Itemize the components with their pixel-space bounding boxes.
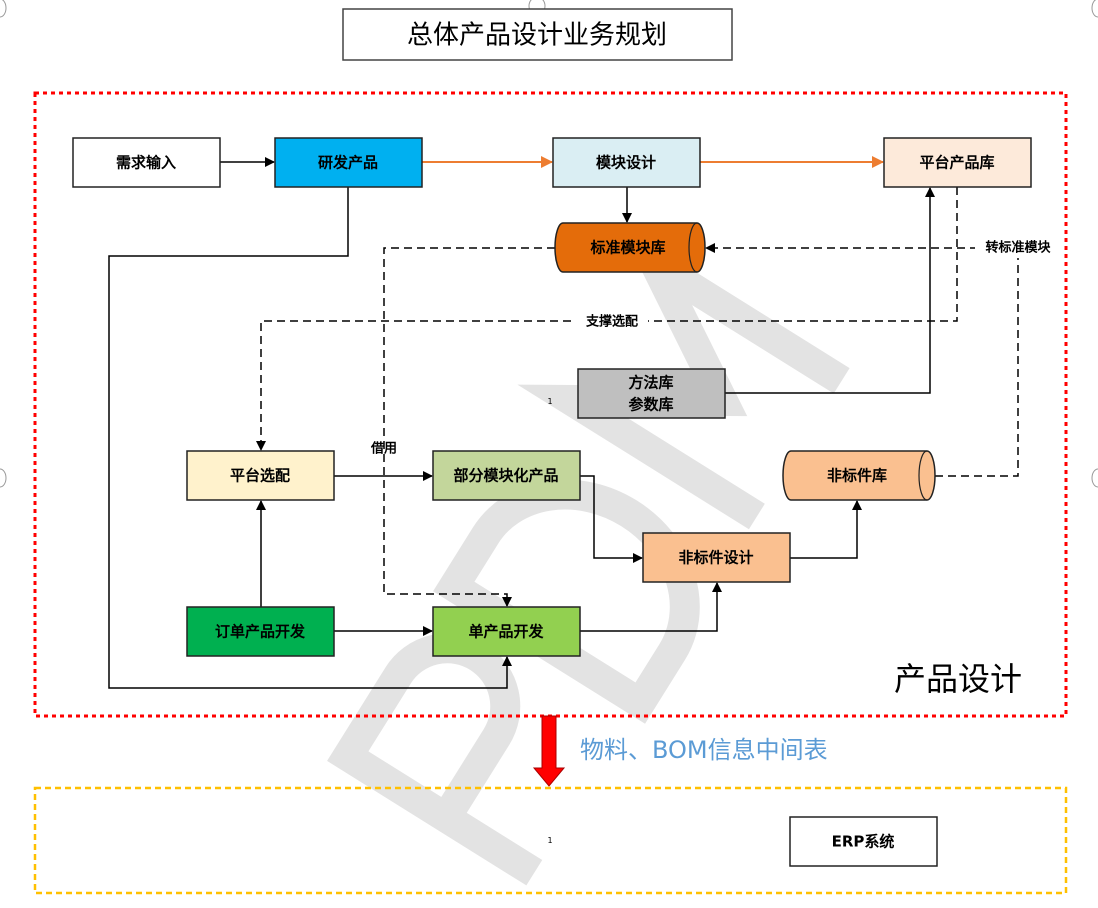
node-single-product-dev[interactable]: 单产品开发	[432, 606, 581, 657]
svg-text:非标件设计: 非标件设计	[678, 549, 753, 567]
svg-text:非标件库: 非标件库	[827, 467, 887, 485]
svg-text:ERP系统: ERP系统	[832, 833, 895, 851]
edge-label-borrow: 借用	[370, 441, 397, 457]
node-demand-input[interactable]: 需求输入	[72, 137, 221, 188]
svg-text:方法库: 方法库	[628, 374, 673, 392]
edge-label-to-standard-module: 转标准模块	[985, 240, 1051, 256]
svg-text:参数库: 参数库	[628, 396, 673, 414]
svg-text:模块设计: 模块设计	[596, 154, 656, 172]
node-platform-library[interactable]: 平台产品库	[883, 137, 1032, 188]
page-marker-erp: 1	[547, 836, 552, 845]
page-title: 总体产品设计业务规划	[407, 21, 667, 51]
edge-label-support-config: 支撑选配	[585, 314, 638, 330]
svg-text:单产品开发: 单产品开发	[468, 623, 544, 641]
connectors	[108, 156, 1019, 689]
page-marker: 1	[547, 397, 552, 406]
node-method-parameter-library[interactable]: 方法库 参数库	[577, 368, 726, 419]
node-order-product-dev[interactable]: 订单产品开发	[186, 606, 335, 657]
erp-frame	[33, 786, 1068, 895]
node-partial-modular-product[interactable]: 部分模块化产品	[432, 450, 581, 501]
node-nonstandard-library[interactable]: 非标件库	[782, 450, 936, 501]
node-platform-config[interactable]: 平台选配	[186, 450, 335, 501]
svg-text:订单产品开发: 订单产品开发	[215, 623, 306, 641]
node-standard-module-library[interactable]: 标准模块库	[554, 222, 706, 273]
node-rd-product[interactable]: 研发产品	[274, 137, 423, 188]
title-box	[342, 8, 733, 61]
svg-text:部分模块化产品: 部分模块化产品	[453, 467, 558, 485]
node-module-design[interactable]: 模块设计	[552, 137, 701, 188]
svg-text:研发产品: 研发产品	[318, 154, 378, 172]
svg-text:需求输入: 需求输入	[116, 154, 176, 172]
svg-text:平台选配: 平台选配	[230, 467, 290, 485]
svg-text:平台产品库: 平台产品库	[919, 154, 994, 172]
node-erp[interactable]: ERP系统	[789, 816, 938, 867]
section-label-product-design: 产品设计	[894, 660, 1022, 698]
node-nonstandard-design[interactable]: 非标件设计	[642, 532, 791, 583]
transfer-arrow-icon	[532, 715, 566, 787]
selection-handles[interactable]	[0, 0, 1098, 488]
svg-text:标准模块库: 标准模块库	[589, 239, 665, 257]
transfer-label: 物料、BOM信息中间表	[580, 736, 828, 764]
